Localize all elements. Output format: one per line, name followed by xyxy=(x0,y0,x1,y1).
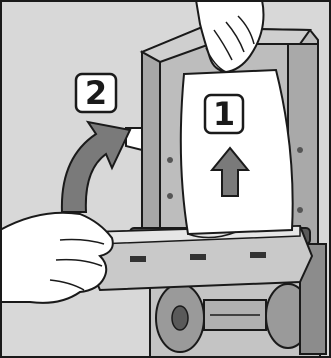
screw xyxy=(297,147,303,153)
screw xyxy=(167,157,173,163)
guide-slot xyxy=(130,256,146,262)
step-1-label: 1 xyxy=(206,98,242,130)
screw xyxy=(297,207,303,213)
machine-side-panel xyxy=(142,52,160,250)
screw xyxy=(167,193,173,199)
step-2-label: 2 xyxy=(77,77,115,109)
guide-plate xyxy=(88,226,312,290)
guide-slot xyxy=(190,254,206,260)
gear-hub xyxy=(172,306,188,330)
guide-slot xyxy=(250,252,266,258)
